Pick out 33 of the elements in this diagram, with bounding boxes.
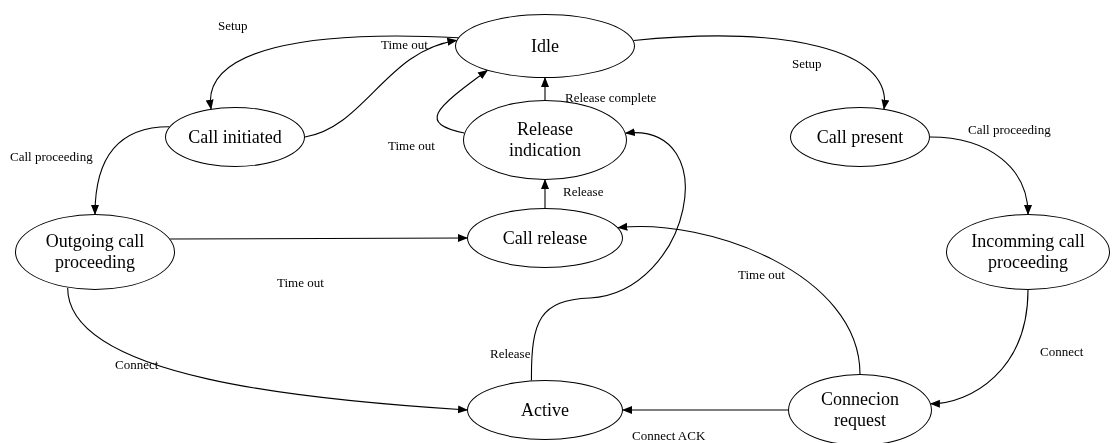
state-name: Release indication — [508, 119, 582, 161]
arrow — [436, 69, 488, 134]
edge-label: Time out — [388, 138, 435, 154]
state-name: Idle — [531, 35, 559, 57]
edge-label: Connect — [1040, 344, 1084, 360]
arrow — [530, 129, 686, 381]
state-name: Call initiated — [188, 126, 282, 148]
arrow — [929, 136, 1032, 215]
arrow — [929, 289, 1029, 408]
edge-label: Release — [490, 346, 531, 362]
arrow — [541, 77, 549, 101]
arrow — [67, 287, 468, 414]
edge-label: Time out — [738, 267, 785, 283]
edge-label: Setup — [792, 56, 822, 72]
arrow — [91, 126, 170, 215]
state-name: Active — [521, 399, 569, 421]
state-name: Connecion request — [820, 389, 900, 431]
state-name: Call present — [816, 126, 904, 148]
edge-label: Call proceeding — [10, 149, 93, 165]
arrow — [541, 179, 549, 209]
edge-label: Connect ACK — [632, 428, 706, 443]
edge-label: Connect — [115, 357, 159, 373]
state-name: Incomming call proceeding — [970, 231, 1086, 273]
edge-label: Time out — [277, 275, 324, 291]
edge-label: Release — [563, 184, 604, 200]
state-name: Outgoing call proceeding — [44, 231, 146, 273]
arrow — [617, 223, 861, 375]
edge-label: Release complete — [565, 90, 657, 106]
state-name: Call release — [502, 227, 588, 249]
edge-label: Time out — [381, 37, 428, 53]
edge-label: Setup — [218, 18, 248, 34]
arrow — [622, 406, 789, 414]
edge-label: Call proceeding — [968, 122, 1051, 138]
